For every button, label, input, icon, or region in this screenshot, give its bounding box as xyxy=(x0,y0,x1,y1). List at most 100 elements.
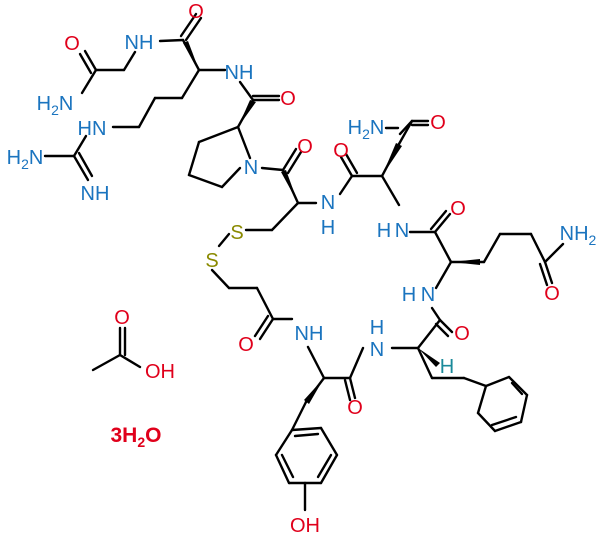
bond xyxy=(434,322,450,338)
label-o-gly-amide: O xyxy=(64,33,80,55)
label-h-asn: H xyxy=(377,220,391,242)
bond xyxy=(429,209,448,231)
bond xyxy=(290,400,308,432)
bond xyxy=(210,268,231,290)
label-s1: S xyxy=(230,222,243,244)
label-nh-guanidine-imine: NH xyxy=(81,183,110,205)
label-o-arg-carbonyl: O xyxy=(280,88,296,110)
bond xyxy=(434,260,453,290)
bond xyxy=(543,242,565,264)
wedge-bond xyxy=(451,259,480,265)
bond xyxy=(274,428,294,457)
stereo-bonds xyxy=(183,41,480,404)
bond xyxy=(91,353,122,372)
bond xyxy=(236,125,252,160)
bond xyxy=(72,154,90,182)
label-n-pro: N xyxy=(244,157,258,179)
bond xyxy=(187,140,201,177)
bond xyxy=(197,125,240,144)
bond xyxy=(316,453,333,479)
label-h-phe-n: H xyxy=(370,317,384,339)
bond xyxy=(484,375,511,388)
label-s2: S xyxy=(205,250,218,272)
bond xyxy=(270,201,300,232)
bond xyxy=(258,317,275,341)
bond xyxy=(77,151,94,178)
bond xyxy=(137,96,157,129)
wedge-bond xyxy=(418,348,440,367)
bond xyxy=(280,453,295,479)
bond xyxy=(462,376,488,388)
bond xyxy=(253,314,270,338)
bond xyxy=(319,453,339,485)
bond xyxy=(286,150,303,175)
wedge-bond xyxy=(238,100,256,127)
bond xyxy=(80,68,98,95)
label-h2n-asn: H2N xyxy=(348,117,385,142)
bond xyxy=(490,415,518,427)
bond xyxy=(72,134,88,158)
bond xyxy=(476,384,488,415)
label-n-asn: N xyxy=(395,220,409,242)
label-n-cys: N xyxy=(321,192,335,214)
bond xyxy=(507,375,529,397)
bond xyxy=(260,166,285,172)
wedge-bond xyxy=(183,41,199,70)
label-o-asn-side: O xyxy=(430,112,446,134)
wedge-bond xyxy=(281,170,298,203)
label-o-gln-carbonyl: O xyxy=(450,198,466,220)
bond xyxy=(293,432,320,438)
label-o-acetic-carbonyl: O xyxy=(114,307,130,329)
label-o-mpa-carbonyl: O xyxy=(238,334,254,356)
label-h-cys: H xyxy=(321,217,335,239)
bond xyxy=(438,318,454,334)
label-h2n-gly: H2N xyxy=(37,93,74,118)
label-h2n-guanidine: H2N xyxy=(7,147,44,172)
bond xyxy=(339,155,354,178)
bond xyxy=(338,174,354,196)
label-o-asn-carbonyl: O xyxy=(333,140,349,162)
label-o-gly-carbonyl: O xyxy=(188,1,204,23)
bond xyxy=(433,230,453,264)
bond xyxy=(430,306,442,322)
bond xyxy=(380,174,401,207)
bond xyxy=(118,353,142,369)
bond xyxy=(290,426,323,432)
bond xyxy=(529,232,547,264)
label-o-tyr-carbonyl: O xyxy=(347,397,363,419)
bond xyxy=(510,381,524,396)
label-nh-tyr: NH xyxy=(295,323,324,345)
bond xyxy=(398,119,414,136)
bonds xyxy=(43,12,565,512)
bond xyxy=(493,420,523,433)
bond xyxy=(519,393,529,424)
bond xyxy=(416,318,442,350)
label-oh-tyr: OH xyxy=(290,515,320,537)
bond xyxy=(416,346,434,380)
label-o-gln-side: O xyxy=(544,283,560,305)
label-o-pro-carbonyl: O xyxy=(297,136,313,158)
bond xyxy=(179,12,198,38)
bond xyxy=(158,38,185,43)
bond xyxy=(433,212,452,234)
label-hn-guanidine: HN xyxy=(78,118,107,140)
bond xyxy=(538,262,549,287)
bond xyxy=(281,147,298,172)
label-h-phe-stereo: H xyxy=(440,356,454,378)
bond xyxy=(217,232,231,248)
bond xyxy=(255,286,275,321)
bond xyxy=(220,166,242,189)
bond xyxy=(543,260,554,285)
bond xyxy=(274,453,291,485)
bond xyxy=(187,173,224,189)
label-h-gln: H xyxy=(402,284,416,306)
bond xyxy=(306,345,326,380)
label-oh-acetic: OH xyxy=(145,361,175,383)
atom-labels: O NH O H2N NH O HN H2N NH N O H2N O O S … xyxy=(7,1,597,537)
bond xyxy=(238,80,255,102)
label-n-phe: N xyxy=(370,339,384,361)
bond xyxy=(476,411,497,433)
bond xyxy=(482,232,502,264)
